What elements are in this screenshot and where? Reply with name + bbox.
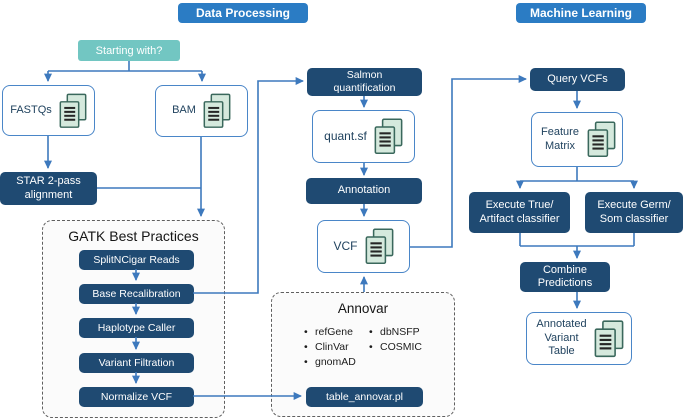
document-icon xyxy=(587,121,616,158)
fastqs-node: FASTQs xyxy=(2,85,95,136)
annotated-variant-table-label: Annotated Variant Table xyxy=(536,317,587,358)
execute-germ-som-classifier-node: Execute Germ/ Som classifier xyxy=(585,192,683,233)
gatk-best-practices-group: GATK Best Practices SplitNCigar Reads Ba… xyxy=(42,220,225,418)
annovar-db-clinvar: ClinVar xyxy=(304,340,356,355)
annovar-db-cosmic: COSMIC xyxy=(369,340,422,355)
feature-matrix-node: Feature Matrix xyxy=(531,112,623,167)
annovar-db-gnomad: gnomAD xyxy=(304,355,356,370)
quant-sf-label: quant.sf xyxy=(324,129,367,143)
table-annovar-node: table_annovar.pl xyxy=(306,387,423,407)
section-badge-data-processing: Data Processing xyxy=(178,3,308,23)
bam-node: BAM xyxy=(155,85,248,137)
vcf-node: VCF xyxy=(317,220,410,273)
feature-matrix-label: Feature Matrix xyxy=(541,125,579,152)
splitncigar-reads-node: SplitNCigar Reads xyxy=(79,250,194,270)
annovar-database-list-2: dbNSFP COSMIC xyxy=(369,325,422,355)
variant-filtration-node: Variant Filtration xyxy=(79,353,194,373)
starting-with-badge: Starting with? xyxy=(78,40,180,61)
annotation-node: Annotation xyxy=(306,178,422,204)
base-recalibration-node: Base Recalibration xyxy=(79,284,194,304)
normalize-vcf-node: Normalize VCF xyxy=(79,387,194,407)
document-icon xyxy=(374,118,403,155)
quant-sf-node: quant.sf xyxy=(312,110,415,163)
document-icon xyxy=(594,319,623,357)
annovar-database-list-1: refGene ClinVar gnomAD xyxy=(304,325,356,370)
annovar-db-refgene: refGene xyxy=(304,325,356,340)
query-vcfs-node: Query VCFs xyxy=(530,68,625,91)
annovar-group: Annovar refGene ClinVar gnomAD dbNSFP CO… xyxy=(271,292,455,417)
haplotype-caller-node: Haplotype Caller xyxy=(79,318,194,338)
fastqs-label: FASTQs xyxy=(10,103,52,116)
execute-true-artifact-classifier-node: Execute True/ Artifact classifier xyxy=(469,192,570,233)
document-icon xyxy=(365,228,393,265)
section-badge-machine-learning: Machine Learning xyxy=(516,3,646,23)
annovar-group-title: Annovar xyxy=(337,301,389,316)
combine-predictions-node: Combine Predictions xyxy=(520,262,610,292)
document-icon xyxy=(203,93,231,128)
annotated-variant-table-node: Annotated Variant Table xyxy=(526,312,632,365)
annovar-db-dbnsfp: dbNSFP xyxy=(369,325,422,340)
bam-label: BAM xyxy=(172,104,196,117)
star-alignment-node: STAR 2-pass alignment xyxy=(0,172,97,205)
salmon-quantification-node: Salmon quantification xyxy=(307,68,422,96)
document-icon xyxy=(59,93,87,128)
vcf-label: VCF xyxy=(333,239,358,253)
gatk-group-title: GATK Best Practices xyxy=(68,228,199,244)
